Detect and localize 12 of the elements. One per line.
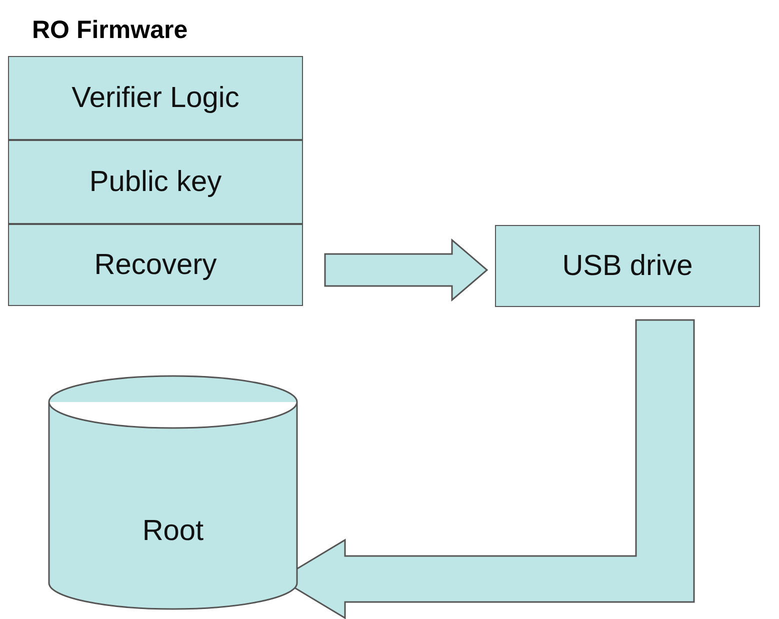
node-label: USB drive xyxy=(562,250,693,282)
process-box xyxy=(8,56,303,140)
process-box xyxy=(8,224,303,306)
process-box xyxy=(495,225,760,307)
node-label: Root xyxy=(141,515,205,548)
database-cylinder xyxy=(48,375,298,610)
node-label: Recovery xyxy=(94,248,217,282)
node-label: Verifier Logic xyxy=(72,82,240,114)
group-heading: RO Firmware xyxy=(32,16,188,45)
block-arrow xyxy=(324,238,488,302)
process-box xyxy=(8,140,303,224)
node-label: Public key xyxy=(89,166,222,198)
